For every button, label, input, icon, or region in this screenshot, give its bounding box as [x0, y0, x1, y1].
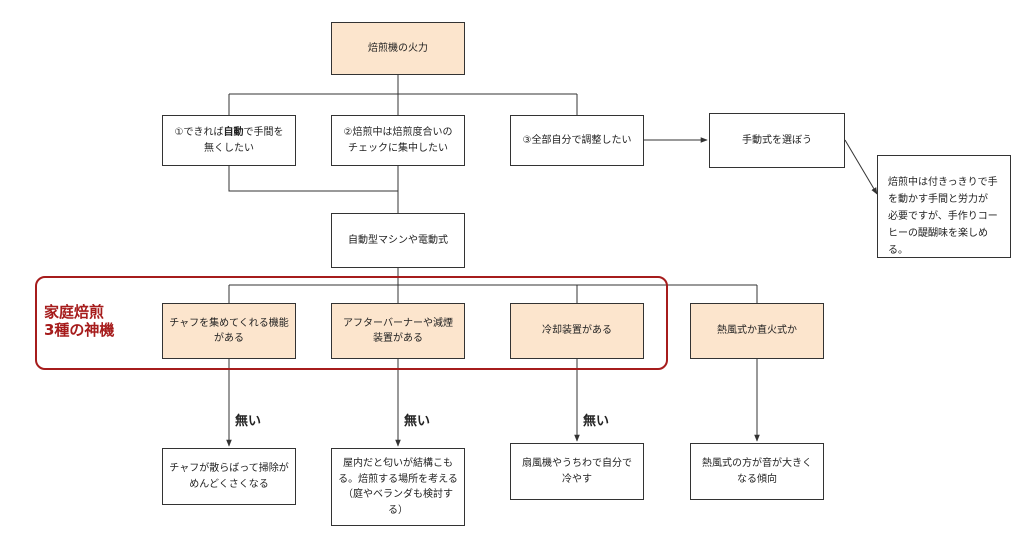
node-afterburner: アフターバーナーや減煙 装置がある: [331, 303, 465, 359]
group-label: 家庭焙煎 3種の神機: [44, 303, 115, 339]
node-heat-type: 熱風式か直火式か: [690, 303, 824, 359]
node-option-2: ②焙煎中は焙煎度合いの チェックに集中したい: [331, 115, 465, 166]
edge-label-cooling: 無い: [583, 414, 610, 429]
node-manual: 手動式を選ぼう: [709, 113, 845, 168]
node-cooling: 冷却装置がある: [510, 303, 644, 359]
node-cooling-result: 扇風機やうちわで自分で 冷やす: [510, 443, 644, 500]
node-option-1: ①できれば自動で手間を 無くしたい: [162, 115, 296, 166]
node-chaff-result: チャフが散らばって掃除が めんどくさくなる: [162, 448, 296, 505]
group-frame: [35, 276, 668, 370]
node-chaff: チャフを集めてくれる機能 がある: [162, 303, 296, 359]
edge-opt1-merge: [228, 166, 398, 192]
node-option-3: ③全部自分で調整したい: [510, 115, 644, 166]
edge-label-afterburner: 無い: [404, 414, 431, 429]
node-heat-result: 熱風式の方が音が大きく なる傾向: [690, 443, 824, 500]
node-manual-note: 焙煎中は付きっきりで手 を動かす手間と労力が 必要ですが、手作りコー ヒーの醍醐…: [877, 155, 1011, 258]
node-afterburner-result: 屋内だと匂いが結構こも る。焙煎する場所を考える （庭やベランダも検討する）: [331, 448, 465, 526]
node-auto: 自動型マシンや電動式: [331, 213, 465, 268]
node-root: 焙煎機の火力: [331, 22, 465, 75]
node-option-1-text: ①できれば自動で手間を 無くしたい: [174, 127, 284, 154]
edge-manual-note: [844, 139, 878, 195]
edge-label-chaff: 無い: [235, 414, 262, 429]
